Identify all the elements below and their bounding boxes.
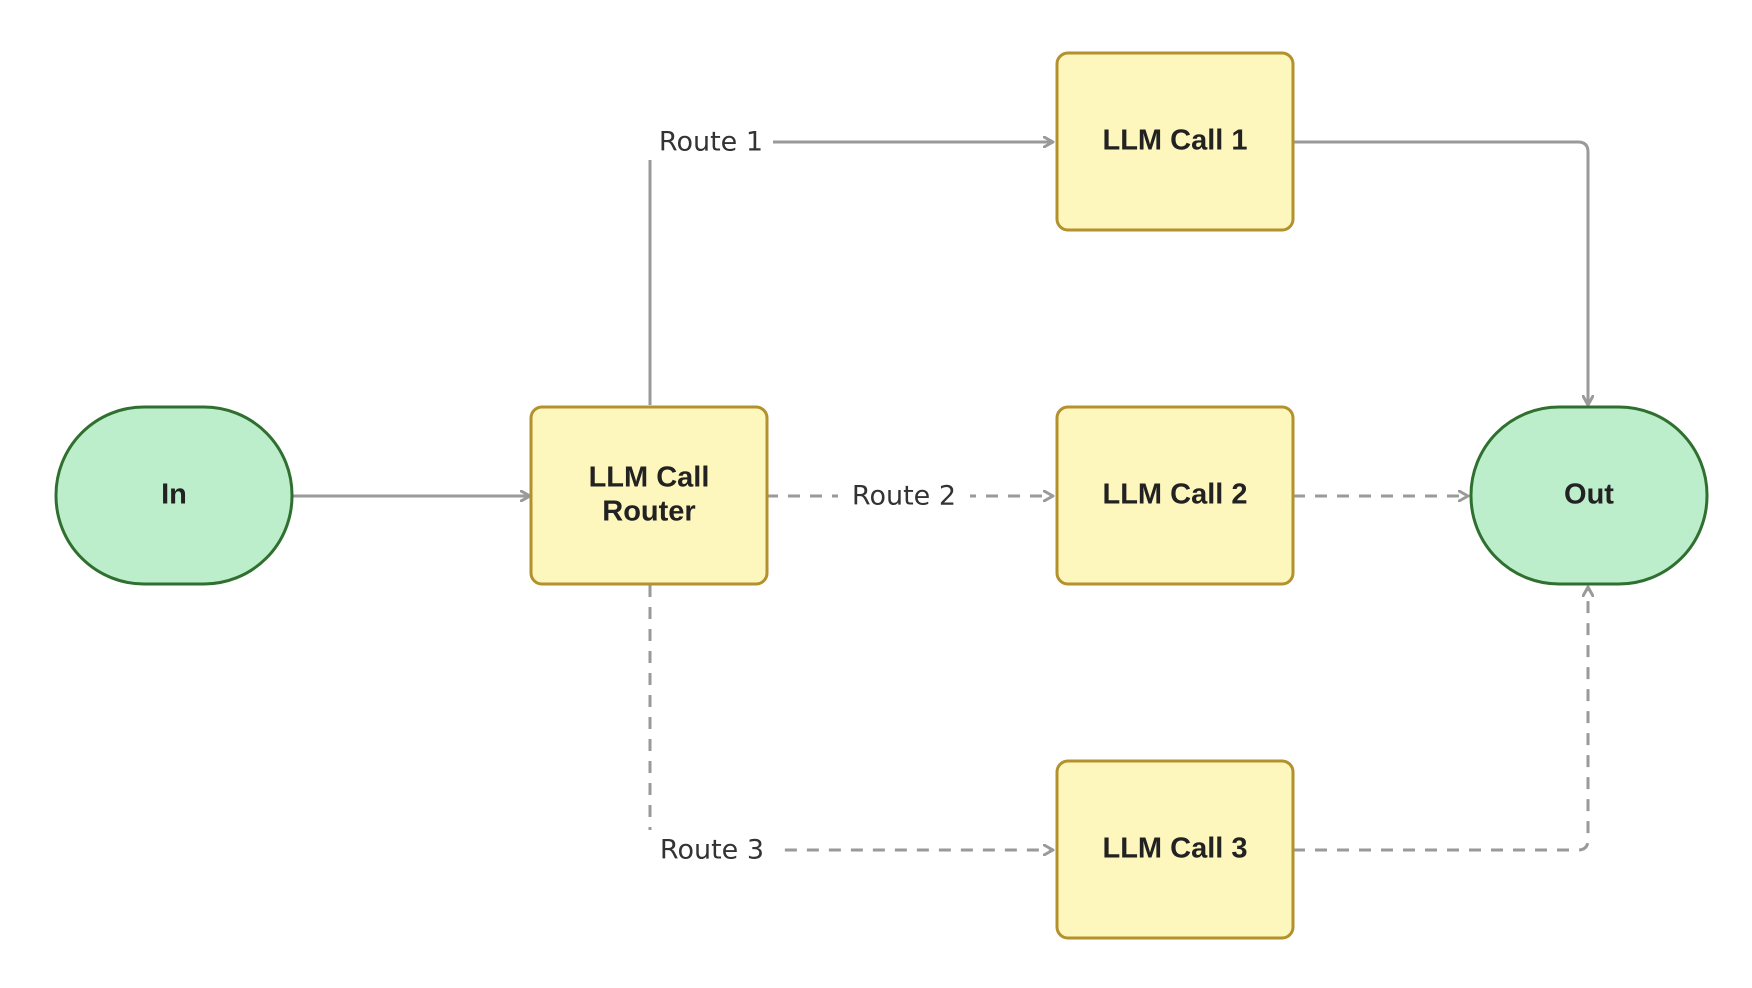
edge-route1 xyxy=(648,142,1053,405)
node-router-label-line1: LLM Call xyxy=(589,462,710,494)
node-out-label: Out xyxy=(1564,479,1614,511)
node-in-label: In xyxy=(161,479,187,511)
node-call3-label: LLM Call 3 xyxy=(1102,833,1247,865)
edge-call1-to-out xyxy=(1293,140,1588,405)
node-router-label-line2: Router xyxy=(602,496,695,528)
node-call1[interactable]: LLM Call 1 xyxy=(1055,51,1295,232)
node-call2[interactable]: LLM Call 2 xyxy=(1055,405,1295,586)
route3-label: Route 3 xyxy=(660,835,764,866)
node-call2-label: LLM Call 2 xyxy=(1102,479,1247,511)
node-out[interactable]: Out xyxy=(1469,405,1709,586)
node-router[interactable]: LLM Call Router xyxy=(529,405,769,586)
route1-label: Route 1 xyxy=(659,127,763,158)
route2-label: Route 2 xyxy=(852,481,956,512)
edge-route3 xyxy=(648,585,1053,850)
node-call1-label: LLM Call 1 xyxy=(1102,125,1247,157)
node-call3[interactable]: LLM Call 3 xyxy=(1055,759,1295,940)
node-in[interactable]: In xyxy=(54,405,294,586)
edge-call3-to-out xyxy=(1293,587,1588,852)
